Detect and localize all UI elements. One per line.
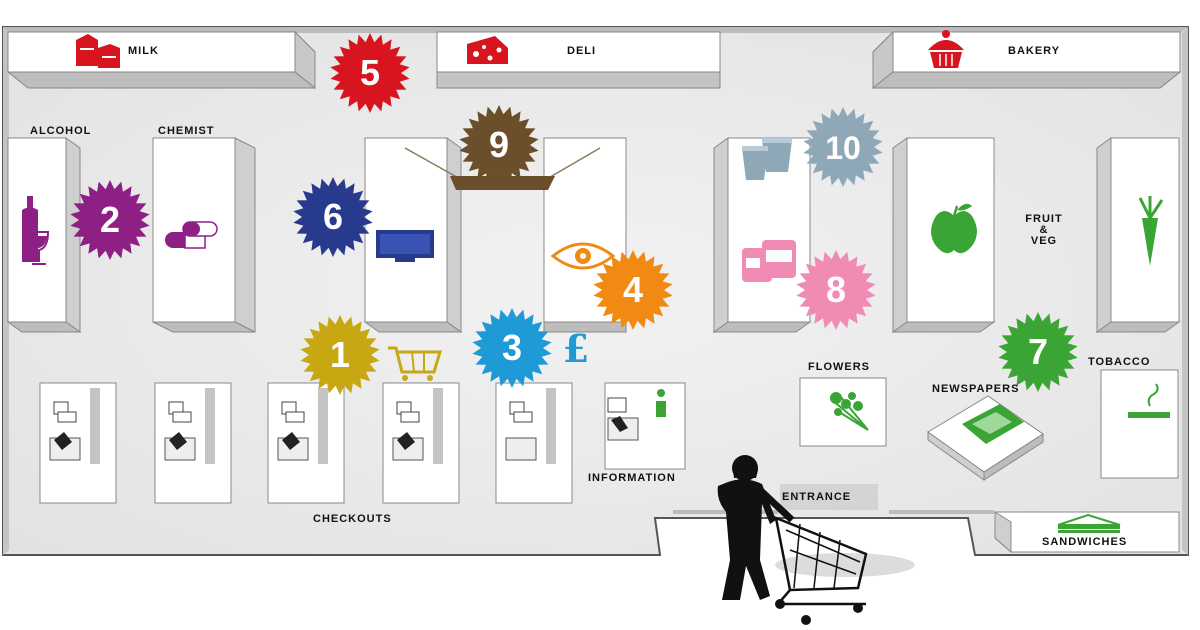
marker-number: 3 bbox=[502, 327, 522, 368]
pound-sign-icon: £ bbox=[563, 326, 589, 371]
marker-burst-shape bbox=[472, 308, 552, 388]
cigarette-icon bbox=[1128, 383, 1170, 418]
marker-number: 6 bbox=[323, 196, 343, 237]
section-label-checkouts: CHECKOUTS bbox=[313, 513, 392, 525]
marker-8: 8 bbox=[796, 250, 876, 330]
marker-burst-shape bbox=[998, 312, 1078, 392]
yogurt-pots-icon bbox=[742, 138, 792, 180]
marker-7: 7 bbox=[998, 312, 1078, 392]
section-label-tobacco: TOBACCO bbox=[1088, 356, 1151, 368]
checkout-row bbox=[39, 382, 573, 504]
carrot-icon bbox=[1138, 196, 1164, 266]
section-label-entrance: ENTRANCE bbox=[782, 491, 852, 503]
hanging-sign bbox=[404, 147, 601, 190]
marker-burst-shape bbox=[70, 180, 150, 260]
marker-number: 1 bbox=[330, 334, 350, 375]
flowers-icon bbox=[830, 392, 869, 431]
section-label-milk: MILK bbox=[128, 45, 159, 57]
marker-burst-shape bbox=[293, 177, 373, 257]
section-label-newspapers: NEWSPAPERS bbox=[932, 383, 1020, 395]
bakery-counter bbox=[871, 30, 1182, 90]
milk-counter bbox=[6, 30, 317, 90]
pills-icon bbox=[165, 221, 218, 249]
section-label-sandwiches: SANDWICHES bbox=[1042, 536, 1128, 548]
marker-6: 6 bbox=[293, 177, 373, 257]
marker-burst-shape bbox=[330, 33, 410, 113]
shopping-cart-icon bbox=[388, 346, 443, 381]
marker-2: 2 bbox=[70, 180, 150, 260]
milk-carton-icon bbox=[76, 34, 120, 68]
marker-4: 4 bbox=[593, 250, 673, 330]
cans-icon bbox=[742, 240, 796, 282]
marker-burst-shape bbox=[593, 250, 673, 330]
aisle-unit-veg bbox=[1095, 137, 1181, 333]
checkout-station bbox=[267, 382, 345, 504]
marker-10: 10 bbox=[803, 107, 883, 187]
marker-number: 7 bbox=[1028, 331, 1048, 372]
marker-burst-shape bbox=[300, 315, 380, 395]
information-clerk-icon bbox=[607, 397, 628, 432]
apple-icon bbox=[931, 203, 977, 254]
tv-icon bbox=[376, 230, 434, 262]
cheese-icon bbox=[467, 36, 508, 64]
section-label-fruit-veg: FRUIT & VEG bbox=[1025, 213, 1063, 247]
marker-burst-shape bbox=[796, 250, 876, 330]
marker-burst-shape bbox=[459, 105, 539, 185]
marker-1: 1 bbox=[300, 315, 380, 395]
section-label-chemist: CHEMIST bbox=[158, 125, 215, 137]
tobacco-unit bbox=[1100, 369, 1179, 479]
eye-icon bbox=[550, 242, 616, 270]
numbered-markers: 1 2 3 4 5 6 7 8 9 10 bbox=[70, 33, 1078, 395]
wine-icon bbox=[22, 196, 50, 265]
info-icon bbox=[656, 389, 666, 417]
sandwich-icon bbox=[1057, 513, 1121, 533]
marker-9: 9 bbox=[459, 105, 539, 185]
marker-number: 9 bbox=[489, 124, 509, 165]
section-label-deli: DELI bbox=[567, 45, 597, 57]
marker-number: 4 bbox=[623, 269, 643, 310]
svg-text:£: £ bbox=[563, 326, 589, 371]
marker-number: 5 bbox=[360, 52, 380, 93]
section-label-alcohol: ALCOHOL bbox=[30, 125, 92, 137]
marker-5: 5 bbox=[330, 33, 410, 113]
checkout-station bbox=[39, 382, 117, 504]
checkout-station bbox=[495, 382, 573, 504]
section-label-flowers: FLOWERS bbox=[808, 361, 870, 373]
marker-number: 10 bbox=[825, 130, 861, 166]
newspaper-icon bbox=[962, 404, 1024, 444]
section-label-bakery: BAKERY bbox=[1008, 45, 1061, 57]
section-label-information: INFORMATION bbox=[588, 472, 676, 484]
checkout-station bbox=[382, 382, 460, 504]
marker-burst-shape bbox=[803, 107, 883, 187]
entrance-area bbox=[673, 484, 994, 514]
cupcake-icon bbox=[928, 30, 964, 68]
marker-number: 8 bbox=[826, 269, 846, 310]
shopper-with-trolley-icon bbox=[717, 455, 915, 625]
marker-3: 3 bbox=[472, 308, 552, 388]
flowers-stand bbox=[799, 377, 887, 447]
checkout-station bbox=[154, 382, 232, 504]
marker-number: 2 bbox=[100, 199, 120, 240]
aisle-unit-alcohol bbox=[6, 137, 82, 333]
